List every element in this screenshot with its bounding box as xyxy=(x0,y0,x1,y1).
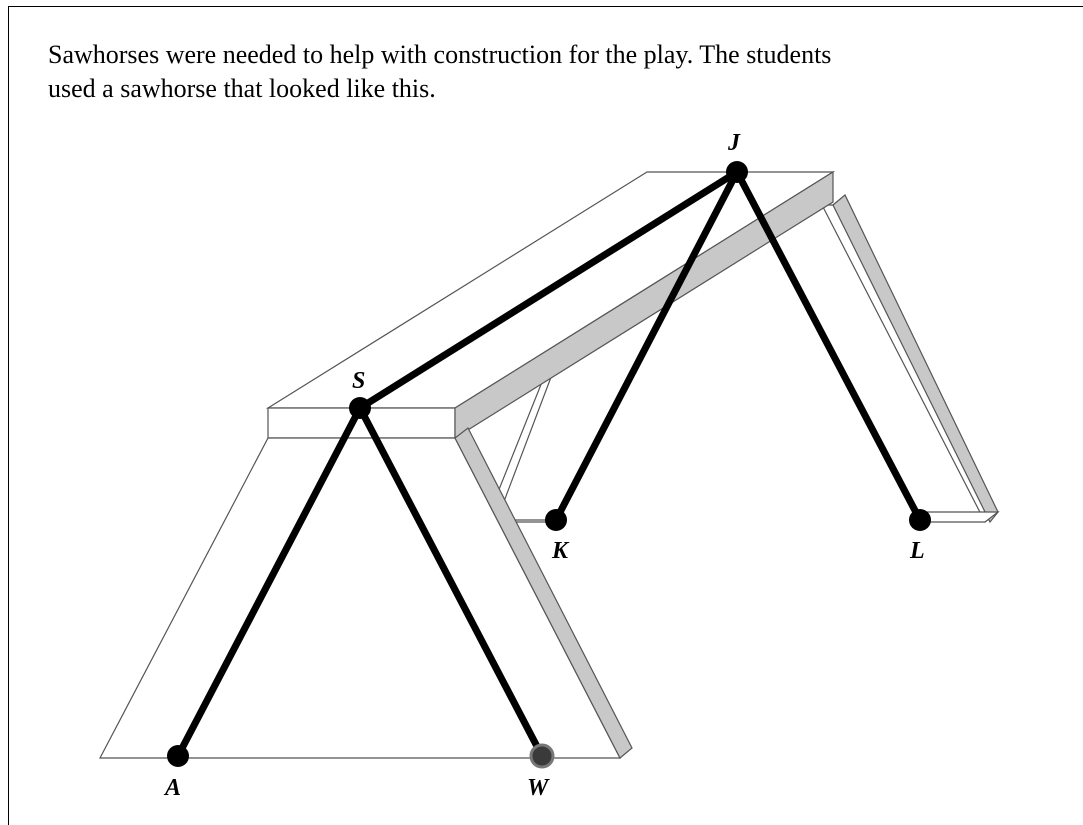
segment-JL xyxy=(733,168,924,524)
question-text: Sawhorses were needed to help with const… xyxy=(48,38,1008,106)
top-board-side xyxy=(454,170,834,440)
question-frame xyxy=(8,6,1083,825)
point-J xyxy=(726,161,748,183)
label-A: A xyxy=(163,775,181,801)
point-K xyxy=(545,509,567,531)
label-S: S xyxy=(352,368,365,394)
segment-JS xyxy=(356,168,741,412)
segment-JK xyxy=(552,168,741,524)
question-line-2: used a sawhorse that looked like this. xyxy=(48,74,436,103)
segment-SA xyxy=(174,404,364,760)
label-W: W xyxy=(527,775,550,801)
point-S xyxy=(349,397,371,419)
point-L xyxy=(909,509,931,531)
question-line-1: Sawhorses were needed to help with const… xyxy=(48,40,832,69)
point-W xyxy=(529,743,555,769)
label-K: K xyxy=(551,538,570,564)
point-A xyxy=(167,745,189,767)
label-L: L xyxy=(909,538,925,564)
label-J: J xyxy=(727,130,741,156)
front-leg-side xyxy=(454,427,633,759)
back-right-leg-foot xyxy=(919,511,1000,523)
segment-SW xyxy=(356,404,546,760)
back-right-leg-side xyxy=(832,194,999,524)
